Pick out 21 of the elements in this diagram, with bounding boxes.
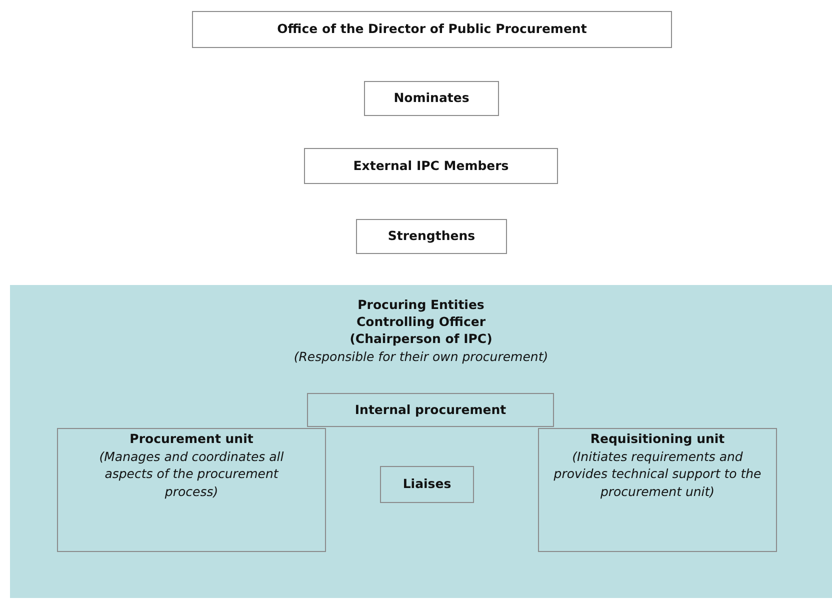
node-title: Procurement unit <box>130 431 254 448</box>
members-box <box>304 148 558 184</box>
node-description: (Initiates requirements and provides technical support to the procurement unit) <box>552 448 762 500</box>
node-title: Nominates <box>394 90 470 107</box>
node-title: Requisitioning unit <box>590 431 725 448</box>
office-box <box>192 11 672 48</box>
node-title: Strengthens <box>388 228 476 245</box>
node-title: Office of the Director of Public Procurement <box>277 21 587 38</box>
node-description: (Responsible for their own procurement) <box>294 348 548 366</box>
procurement-box <box>307 393 554 427</box>
node-title: Internal procurement <box>354 402 506 418</box>
relation-box <box>356 219 507 254</box>
node-title: Liaises <box>402 476 452 493</box>
unit-box <box>57 428 326 552</box>
node-title: Procuring Entities Controlling Officer (Chairperson of IPC) <box>348 297 494 348</box>
node-title: External IPC Members <box>353 158 509 174</box>
relation-box <box>364 81 499 116</box>
entity-panel <box>10 285 832 598</box>
node-description: (Manages and coordinates all aspects of the procurement process) <box>98 448 285 500</box>
unit-box <box>538 428 777 552</box>
relation-box <box>380 466 474 503</box>
